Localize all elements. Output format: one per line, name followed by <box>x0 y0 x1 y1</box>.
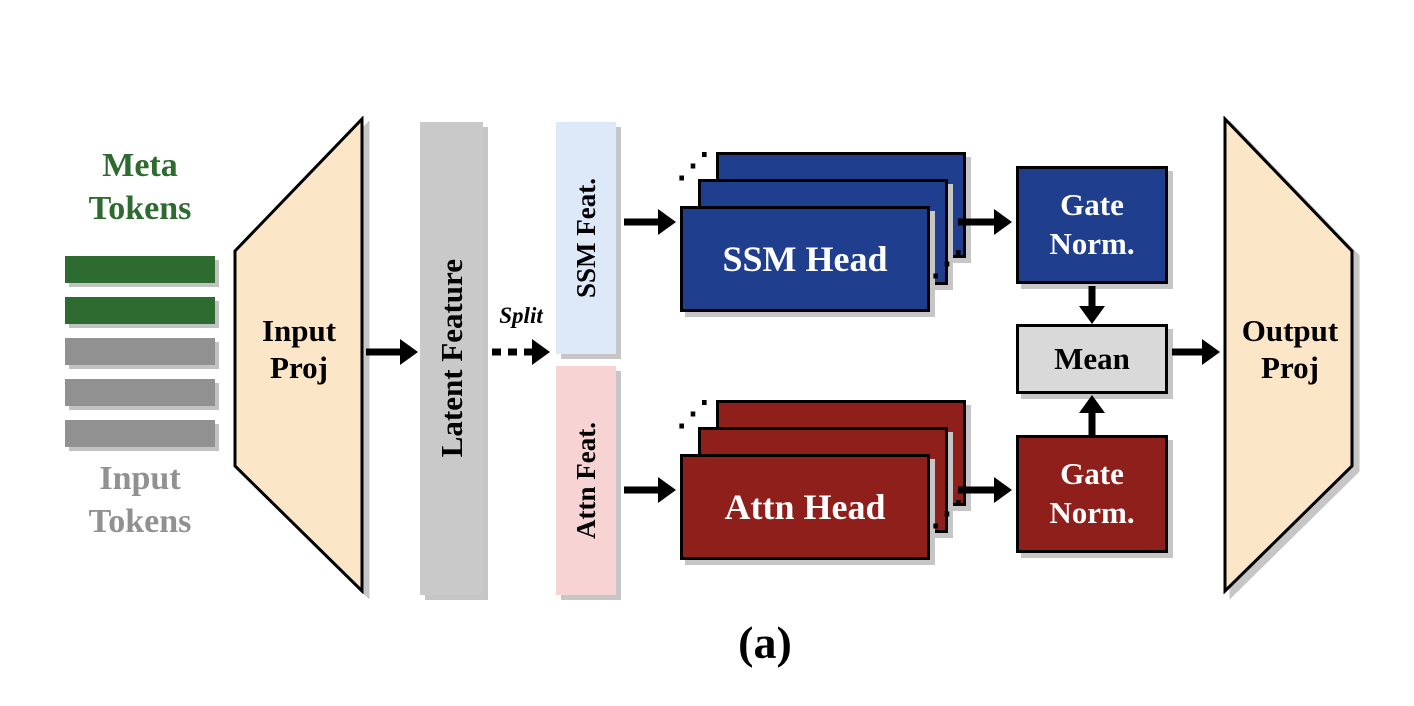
gate-norm-attn-box: Gate Norm. <box>1016 435 1168 553</box>
arrow-head <box>400 339 418 365</box>
latent-feature-label: Latent Feature <box>433 259 469 458</box>
ssm-head-stack: SSM Head <box>680 152 972 314</box>
attn-head-layer-front: Attn Head <box>680 454 930 560</box>
input-token-bar <box>65 420 215 447</box>
mean-box: Mean <box>1016 324 1168 394</box>
ssm-feat-label: SSM Feat. <box>570 178 601 298</box>
arrow-shaft <box>366 348 403 356</box>
ssm-stack-dots-bottom: ⋰ <box>930 246 964 283</box>
output-proj-shape <box>1223 116 1354 594</box>
input-proj-shape <box>233 116 364 594</box>
arrow-inputproj-to-latent <box>366 339 418 365</box>
gate-norm-ssm-label: Gate Norm. <box>1049 187 1135 261</box>
arrow-shaft <box>624 218 661 226</box>
gate-norm-ssm-box: Gate Norm. <box>1016 166 1168 284</box>
input-token-bar <box>65 338 215 365</box>
output-proj-label: Output Proj <box>1241 313 1339 386</box>
arrow-head <box>658 209 676 235</box>
attn-feat-label: Attn Feat. <box>570 422 601 539</box>
arrow-split <box>492 339 550 365</box>
attn-stack-dots-top: ⋰ <box>676 396 710 433</box>
attn-head-stack: Attn Head <box>680 400 972 562</box>
ssm-head-layer-front: SSM Head <box>680 206 930 312</box>
token-bars <box>65 256 215 461</box>
arrow-ssmfeat-to-ssmhead <box>624 209 676 235</box>
attn-head-label: Attn Head <box>724 487 886 527</box>
gate-norm-attn-label: Gate Norm. <box>1049 456 1135 530</box>
arrow-head <box>658 477 676 503</box>
arrow-attnhead-to-gatenorm <box>958 477 1012 503</box>
attn-stack-dots-bottom: ⋰ <box>930 496 964 533</box>
arrow-ssmhead-to-gatenorm <box>958 209 1012 235</box>
figure-caption: (a) <box>738 617 792 668</box>
input-token-bar <box>65 379 215 406</box>
arrow-shaft <box>958 218 997 226</box>
meta-token-bar <box>65 256 215 283</box>
arrow-head <box>1079 395 1105 413</box>
arrow-attnfeat-to-attnhead <box>624 477 676 503</box>
attn-feat-box: Attn Feat. <box>556 366 616 595</box>
ssm-head-label: SSM Head <box>722 239 888 279</box>
ssm-feat-box: SSM Feat. <box>556 122 616 354</box>
arrow-shaft <box>624 486 661 494</box>
mean-label: Mean <box>1054 341 1130 376</box>
arrow-head <box>994 477 1012 503</box>
arrow-head <box>1079 306 1105 324</box>
arrow-head <box>532 339 550 365</box>
arrow-shaft <box>958 486 997 494</box>
input-proj-label: Input Proj <box>261 313 337 386</box>
arrow-gatenorm-ssm-to-mean <box>1079 286 1105 324</box>
arrow-shaft <box>1172 348 1205 356</box>
arrow-shaft <box>492 348 535 356</box>
arrow-head <box>994 209 1012 235</box>
meta-tokens-label: Meta Tokens <box>88 147 192 227</box>
arrow-head <box>1202 339 1220 365</box>
meta-token-bar <box>65 297 215 324</box>
arrow-mean-to-outputproj <box>1172 339 1220 365</box>
input-tokens-label: Input Tokens <box>88 460 192 540</box>
arrow-shaft <box>1088 286 1096 309</box>
ssm-stack-dots-top: ⋰ <box>676 148 710 185</box>
arrow-shaft <box>1088 410 1096 435</box>
arrow-gatenorm-attn-to-mean <box>1079 395 1105 435</box>
split-label: Split <box>499 303 543 328</box>
latent-feature-box: Latent Feature <box>420 122 483 595</box>
